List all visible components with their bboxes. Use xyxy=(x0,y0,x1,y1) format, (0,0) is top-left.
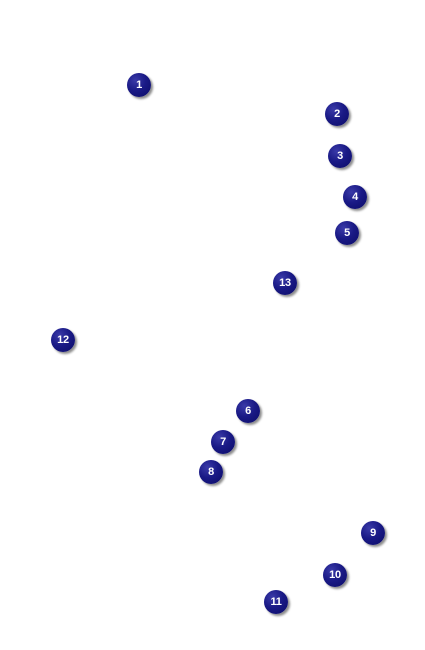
marker-3[interactable]: 3 xyxy=(328,144,352,168)
marker-7[interactable]: 7 xyxy=(211,430,235,454)
marker-label: 8 xyxy=(208,465,214,478)
marker-label: 11 xyxy=(270,595,282,608)
marker-label: 10 xyxy=(329,568,341,581)
marker-label: 13 xyxy=(279,276,291,289)
marker-8[interactable]: 8 xyxy=(199,460,223,484)
marker-label: 2 xyxy=(334,107,340,120)
marker-label: 3 xyxy=(337,149,343,162)
marker-label: 4 xyxy=(352,190,358,203)
marker-2[interactable]: 2 xyxy=(325,102,349,126)
marker-13[interactable]: 13 xyxy=(273,271,297,295)
marker-6[interactable]: 6 xyxy=(236,399,260,423)
marker-11[interactable]: 11 xyxy=(264,590,288,614)
marker-label: 1 xyxy=(136,78,142,91)
marker-label: 7 xyxy=(220,435,226,448)
marker-label: 5 xyxy=(344,226,350,239)
marker-1[interactable]: 1 xyxy=(127,73,151,97)
marker-5[interactable]: 5 xyxy=(335,221,359,245)
marker-label: 12 xyxy=(57,333,69,346)
marker-10[interactable]: 10 xyxy=(323,563,347,587)
marker-12[interactable]: 12 xyxy=(51,328,75,352)
marker-label: 9 xyxy=(370,526,376,539)
marker-label: 6 xyxy=(245,404,251,417)
marker-9[interactable]: 9 xyxy=(361,521,385,545)
marker-4[interactable]: 4 xyxy=(343,185,367,209)
